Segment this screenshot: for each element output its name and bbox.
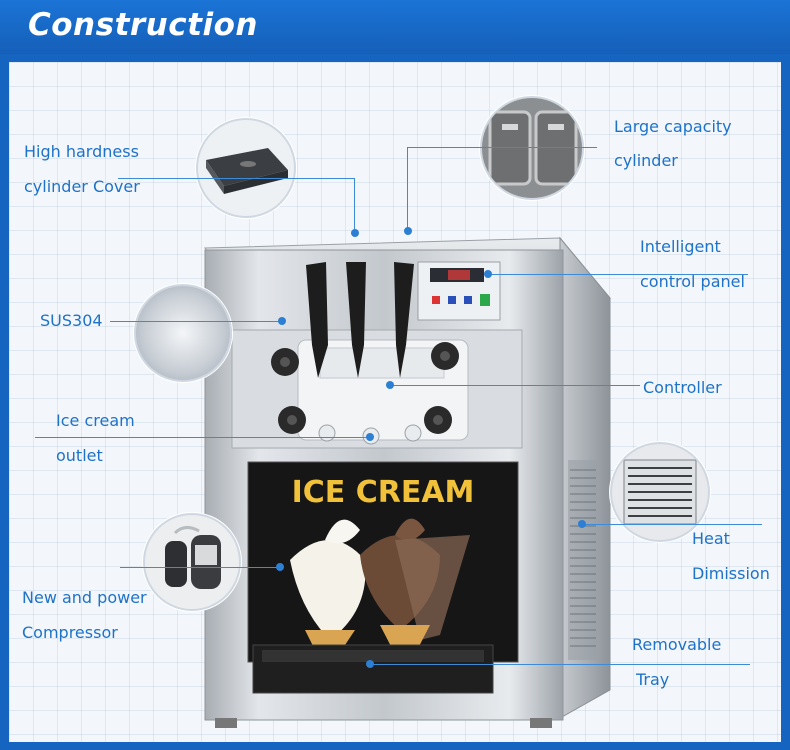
machine-foot-left (215, 718, 237, 728)
leader-heat (582, 524, 762, 525)
leader-cover-h (118, 178, 354, 179)
drip-tray (252, 644, 494, 694)
label-sus304: SUS304 (40, 311, 103, 330)
label-control-panel-line2: control panel (640, 272, 745, 291)
pointer-heat (578, 520, 586, 528)
pointer-cover (351, 229, 359, 237)
knob-top-right (431, 342, 459, 370)
compressor-image (165, 526, 221, 589)
pointer-cylinder (404, 227, 412, 235)
pointer-controller (386, 381, 394, 389)
label-control-panel-line1: Intelligent (640, 237, 721, 256)
leader-cover-v (354, 178, 355, 234)
pointer-sus304 (278, 317, 286, 325)
knob-top-left (271, 348, 299, 376)
large-cylinder-detail-circle (480, 96, 584, 200)
leader-cylinder-v (407, 147, 408, 231)
pointer-compressor (276, 563, 284, 571)
pointer-outlet (366, 433, 374, 441)
machine-foot-right (530, 718, 552, 728)
label-heat-line1: Heat (692, 529, 730, 548)
pointer-tray (366, 660, 374, 668)
leader-cylinder-h (407, 147, 597, 148)
label-tray-line1: Removable (632, 635, 722, 654)
leader-tray (370, 664, 750, 665)
label-compressor-line2: Compressor (22, 623, 118, 642)
label-tray-line2: Tray (636, 670, 670, 689)
sus304-detail-circle (134, 284, 232, 382)
dispense-handles (306, 262, 414, 378)
side-vent-grille (568, 460, 598, 660)
label-controller: Controller (643, 378, 722, 397)
knob-bottom-left (278, 406, 306, 434)
cylinder-image (488, 110, 578, 186)
construction-panel (9, 62, 781, 742)
label-cylinder-cover-line1: High hardness (24, 142, 139, 161)
label-outlet-line1: Ice cream (56, 411, 135, 430)
label-cylinder-cover-line2: cylinder Cover (24, 177, 140, 196)
cylinder-cover-detail-circle (196, 118, 296, 218)
knob-bottom-right (424, 406, 452, 434)
cylinder-cover-image (206, 148, 288, 194)
leader-control-panel (488, 274, 748, 275)
leader-sus304 (110, 321, 282, 322)
front-label-text: ICE CREAM (292, 475, 475, 510)
leader-controller (390, 385, 640, 386)
label-large-capacity-line1: Large capacity (614, 117, 732, 136)
leader-compressor (120, 567, 280, 568)
compressor-detail-circle (143, 513, 241, 611)
header-bar: Construction (0, 0, 790, 54)
vent-image (623, 459, 697, 525)
heat-dimission-detail-circle (610, 442, 710, 542)
control-panel (417, 261, 501, 321)
pointer-control-panel (484, 270, 492, 278)
label-heat-line2: Dimission (692, 564, 770, 583)
label-compressor-line1: New and power (22, 588, 147, 607)
label-large-capacity-line2: cylinder (614, 151, 678, 170)
page-title: Construction (28, 7, 258, 43)
label-outlet-line2: outlet (56, 446, 103, 465)
leader-outlet (35, 437, 370, 438)
front-graphic-panel: ICE CREAM (247, 461, 519, 663)
